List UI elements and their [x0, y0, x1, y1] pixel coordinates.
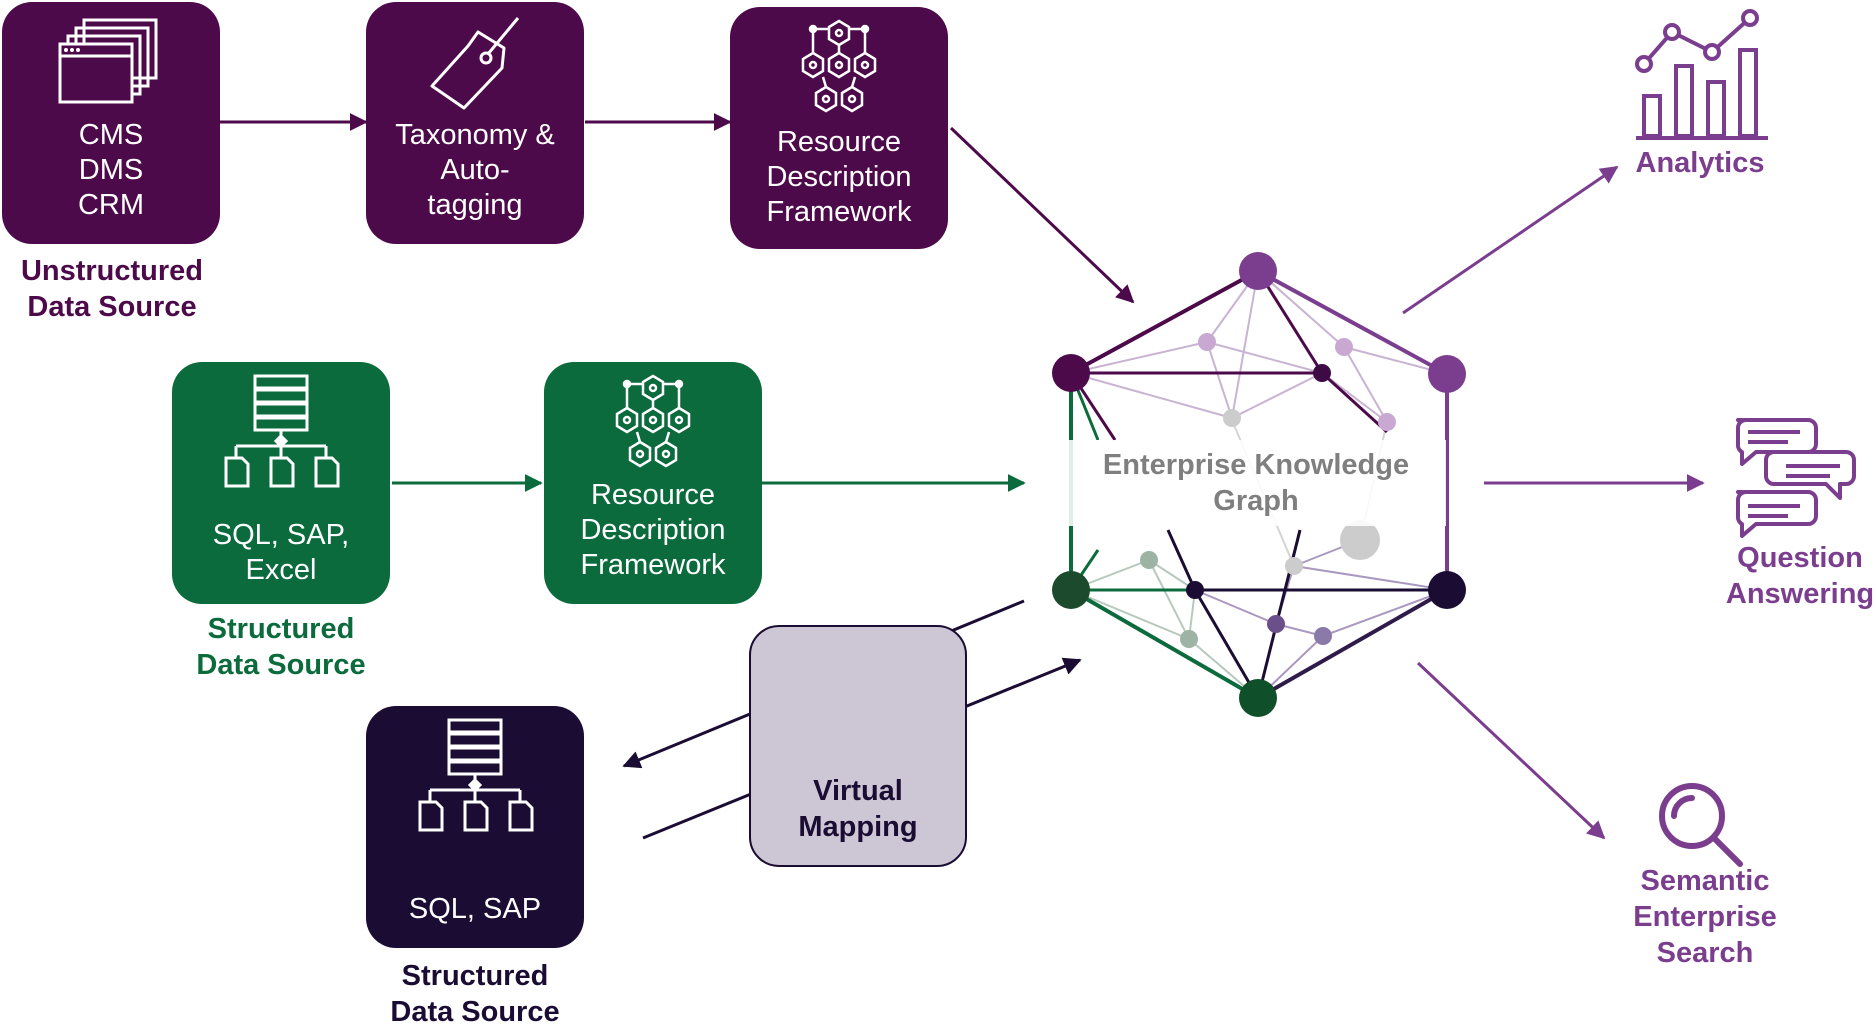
hexagon-network-icon [730, 17, 948, 125]
structured-source-label: SQL, SAP, Excel [212, 519, 350, 586]
window-stack-icon [2, 12, 220, 120]
rdf-box-top-label: Resource Description Framework [766, 126, 912, 228]
hexagon-network-icon [544, 372, 762, 480]
virtual-source-label: SQL, SAP [408, 893, 542, 925]
question-answering-label: Question Answering [1725, 542, 1875, 610]
database-tree-icon [172, 372, 390, 488]
structured-caption-navy: Structured Data Source [390, 960, 560, 1028]
chat-bubbles-icon [1730, 412, 1860, 547]
taxonomy-box-label: Taxonomy & Auto- tagging [395, 119, 555, 221]
bar-line-chart-icon [1632, 4, 1772, 149]
knowledge-graph-label: Enterprise Knowledge Graph [1066, 440, 1446, 526]
virtual-mapping-box: Virtual Mapping [749, 625, 967, 867]
arrow-graph-to-search [1416, 661, 1606, 840]
source-box-sql-sap: SQL, SAP [366, 706, 584, 948]
arrow-graph-to-analytics [1402, 165, 1619, 315]
semantic-search-label: Semantic Enterprise Search [1633, 865, 1777, 969]
source-box-sql-sap-excel: SQL, SAP, Excel [172, 362, 390, 604]
structured-caption-green: Structured Data Source [196, 613, 366, 681]
source-box-cms: CMS DMS CRM [2, 2, 220, 244]
magnifier-icon [1654, 778, 1750, 879]
analytics-label: Analytics [1635, 147, 1765, 179]
rdf-box-top: Resource Description Framework [730, 7, 948, 249]
source-box-label: CMS DMS CRM [77, 119, 145, 221]
database-tree-icon [366, 716, 584, 832]
rdf-box-middle-label: Resource Description Framework [580, 479, 726, 581]
virtual-mapping-label: Virtual Mapping [798, 775, 918, 843]
taxonomy-box: Taxonomy & Auto- tagging [366, 2, 584, 244]
rdf-box-middle: Resource Description Framework [544, 362, 762, 604]
arrow-rdf-to-graph [949, 126, 1135, 304]
unstructured-caption: Unstructured Data Source [20, 255, 204, 323]
tag-icon [366, 12, 584, 120]
